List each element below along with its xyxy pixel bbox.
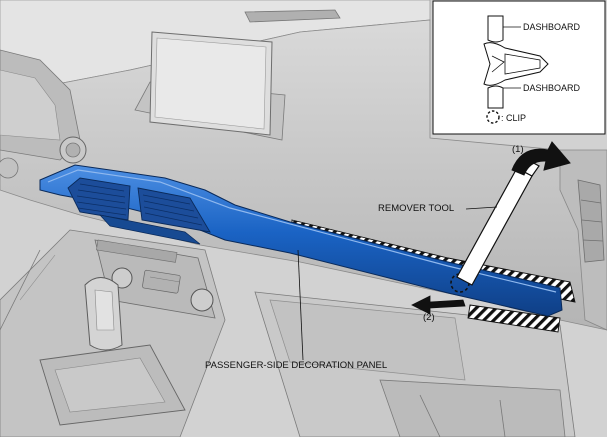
floor-trim bbox=[379, 379, 566, 437]
label-clip: CLIP bbox=[506, 113, 526, 123]
arrow-step-1 bbox=[511, 141, 571, 176]
label-dashboard-bottom: DASHBOARD bbox=[523, 83, 581, 93]
label-dashboard-top: DASHBOARD bbox=[523, 22, 581, 32]
label-step-1: (1) bbox=[512, 144, 524, 155]
inset-clip bbox=[483, 42, 549, 86]
label-clip-colon: : bbox=[501, 113, 504, 123]
label-panel: PASSENGER-SIDE DECORATION PANEL bbox=[205, 360, 387, 371]
arrow-step-2 bbox=[411, 295, 466, 315]
center-vent-right bbox=[137, 187, 211, 233]
clip-legend-marker bbox=[486, 110, 500, 124]
label-step-2: (2) bbox=[423, 312, 435, 323]
climate-knob-right bbox=[190, 288, 214, 312]
leader-remover-tool bbox=[465, 206, 498, 210]
defroster-vent bbox=[244, 9, 341, 23]
leader-panel bbox=[297, 249, 304, 361]
climate-knob-left bbox=[111, 267, 133, 289]
label-remover-tool: REMOVER TOOL bbox=[378, 203, 454, 214]
inset-dashboard-lower bbox=[487, 85, 504, 109]
inset-dashboard-upper bbox=[487, 15, 504, 43]
dashboard-cut-lower bbox=[467, 304, 561, 333]
